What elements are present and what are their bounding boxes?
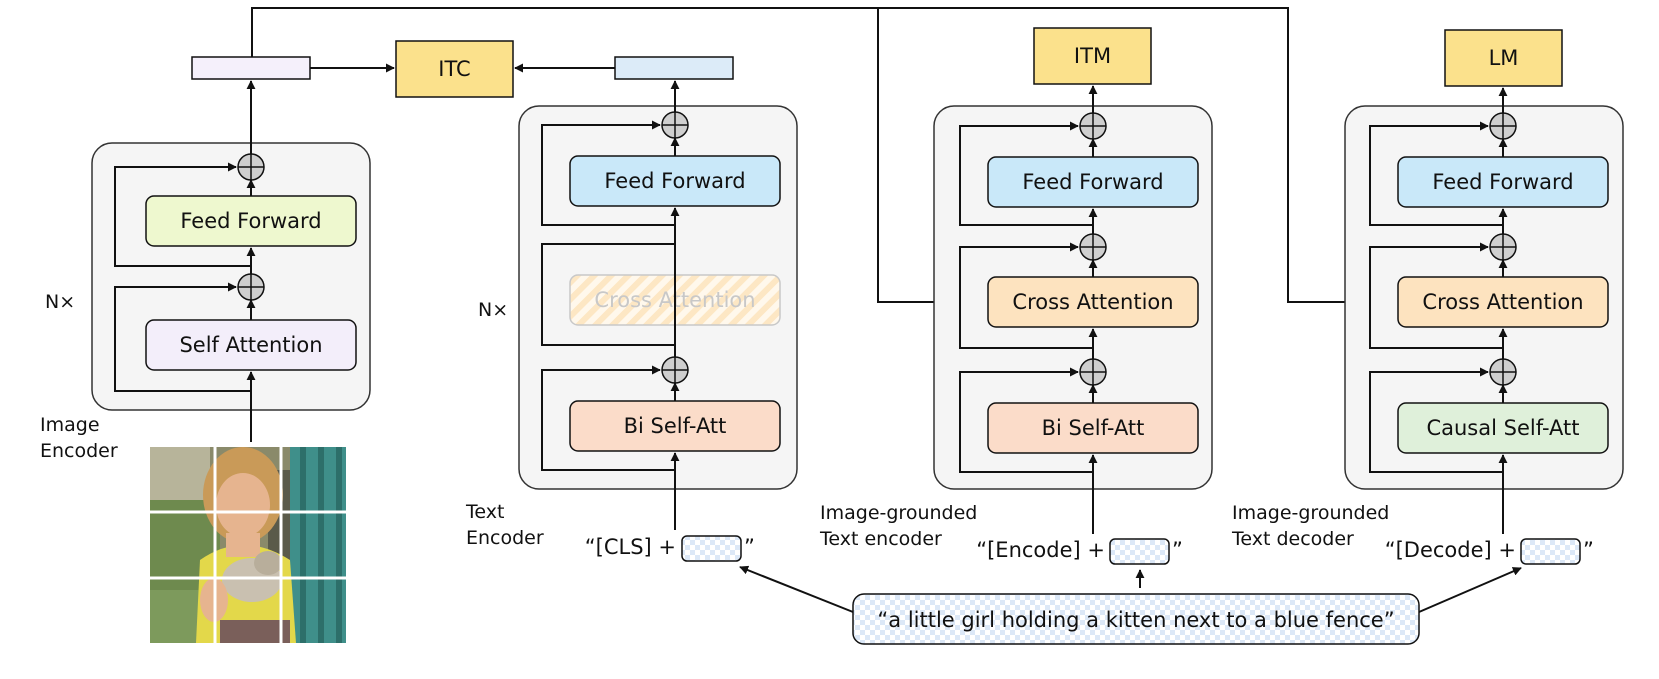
image-embedding-bar <box>191 56 311 80</box>
grounded-encoder-input-token <box>1109 538 1170 565</box>
caption-text: “a little girl holding a kitten next to … <box>877 608 1394 632</box>
grounded-decoder-caption-2: Text decoder <box>1231 528 1354 550</box>
caption-input: “a little girl holding a kitten next to … <box>739 565 1522 645</box>
image-add-node-1 <box>237 273 265 301</box>
image-encoder: Feed Forward Self Attention N× Image Enc… <box>40 80 371 462</box>
grounded-decoder-add-node-2 <box>1489 233 1517 261</box>
grounded-encoder-input-prefix: “[Encode] + <box>976 538 1105 562</box>
grounded-encoder-bi-self-att-label: Bi Self-Att <box>1042 416 1145 440</box>
grounded-encoder-caption-2: Text encoder <box>819 528 942 550</box>
itm-label: ITM <box>1074 44 1111 68</box>
grounded-encoder: Feed Forward Cross Attention Bi Self-Att <box>819 85 1213 565</box>
text-encoder-caption-2: Encoder <box>466 527 544 549</box>
image-feed-forward-label: Feed Forward <box>180 209 321 233</box>
itc-head: ITC <box>395 40 514 98</box>
grounded-decoder-add-node-1 <box>1489 358 1517 386</box>
image-encoder-caption-2: Encoder <box>40 440 118 462</box>
text-feed-forward-label: Feed Forward <box>604 169 745 193</box>
text-bi-self-att-label: Bi Self-Att <box>624 414 727 438</box>
text-encoder: Feed Forward Cross Attention Bi Self-Att… <box>465 80 798 562</box>
image-add-node-2 <box>237 153 265 181</box>
itm-head: ITM <box>1033 27 1152 85</box>
text-encoder-input-token <box>681 535 742 562</box>
text-embedding-bar <box>614 56 734 80</box>
grounded-encoder-cross-attention-label: Cross Attention <box>1012 290 1173 314</box>
grounded-encoder-add-node-1 <box>1079 358 1107 386</box>
text-encoder-input-prefix: “[CLS] + <box>585 535 676 559</box>
grounded-encoder-caption-1: Image-grounded <box>820 502 977 524</box>
lm-head: LM <box>1444 29 1563 87</box>
grounded-encoder-add-node-3 <box>1079 112 1107 140</box>
text-encoder-repeat: N× <box>478 299 508 321</box>
grounded-encoder-feed-forward-label: Feed Forward <box>1022 170 1163 194</box>
image-encoder-repeat: N× <box>45 291 75 313</box>
grounded-decoder-input-token <box>1520 538 1581 565</box>
grounded-decoder-caption-1: Image-grounded <box>1232 502 1389 524</box>
input-photo <box>150 447 346 643</box>
grounded-encoder-input-suffix: ” <box>1172 538 1183 562</box>
text-encoder-input-suffix: ” <box>744 535 755 559</box>
text-encoder-caption-1: Text <box>465 501 504 523</box>
grounded-decoder-input-prefix: “[Decode] + <box>1385 538 1516 562</box>
grounded-decoder-input-suffix: ” <box>1583 538 1594 562</box>
lm-label: LM <box>1489 46 1519 70</box>
grounded-decoder: Feed Forward Cross Attention Causal Self… <box>1231 87 1624 565</box>
grounded-decoder-cross-attention-label: Cross Attention <box>1422 290 1583 314</box>
caption-box <box>852 593 1420 645</box>
text-add-node-2 <box>661 111 689 139</box>
image-self-attention-label: Self Attention <box>179 333 322 357</box>
grounded-decoder-add-node-3 <box>1489 112 1517 140</box>
grounded-encoder-add-node-2 <box>1079 233 1107 261</box>
itc-label: ITC <box>438 57 470 81</box>
grounded-decoder-causal-self-att-label: Causal Self-Att <box>1426 416 1579 440</box>
text-add-node-1 <box>661 356 689 384</box>
grounded-decoder-feed-forward-label: Feed Forward <box>1432 170 1573 194</box>
image-encoder-caption-1: Image <box>40 414 100 436</box>
